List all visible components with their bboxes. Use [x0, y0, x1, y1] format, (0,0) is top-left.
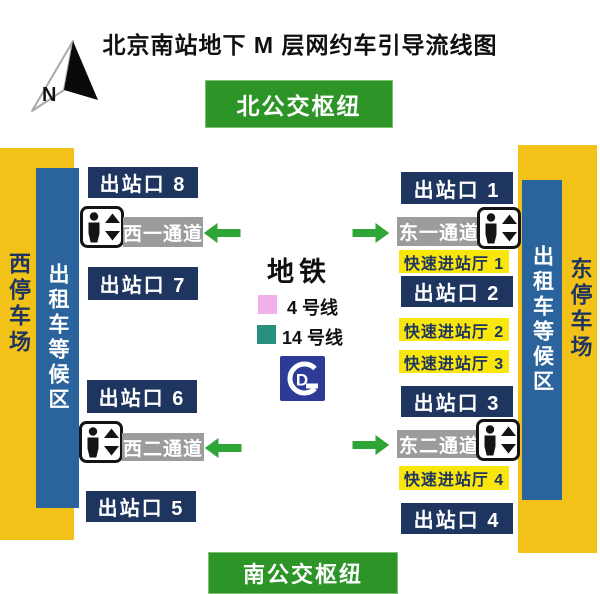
- exit-3-box: 出站口 3: [401, 386, 513, 417]
- elevator-icon-east-1: [477, 207, 521, 254]
- exit-4-box: 出站口 4: [401, 503, 513, 534]
- exit-2-box: 出站口 2: [401, 276, 513, 307]
- east-parking-label: 东停车场: [567, 257, 593, 361]
- fast-hall-2-box: 快速进站厅 2: [399, 318, 509, 341]
- elevator-icon-west-2: [79, 421, 123, 468]
- west-channel-2-box: 西二通道: [122, 433, 204, 461]
- exit-8-box: 出站口 8: [88, 167, 198, 198]
- west-parking-label: 西停车场: [6, 252, 31, 356]
- line4-label: 4 号线: [287, 298, 339, 318]
- svg-text:D: D: [296, 371, 308, 390]
- exit-6-box: 出站口 6: [87, 380, 197, 413]
- fast-hall-1-box: 快速进站厅 1: [399, 250, 509, 273]
- exit-1-box: 出站口 1: [401, 172, 513, 204]
- exit-5-box: 出站口 5: [86, 491, 196, 522]
- north-arrow-icon: [31, 40, 98, 112]
- east-taxi-label: 出租车等候区: [530, 245, 554, 395]
- compass-north-label: N: [42, 84, 57, 106]
- fast-hall-4-box: 快速进站厅 4: [399, 466, 509, 490]
- north-bus-hub: 北公交枢纽: [205, 80, 393, 128]
- elevator-icon-west-1: [80, 206, 124, 253]
- west-taxi-waiting-bar: 出租车等候区: [36, 168, 79, 508]
- beijing-subway-logo-icon: D: [280, 356, 325, 406]
- west-taxi-label: 出租车等候区: [46, 263, 69, 413]
- fast-hall-3-box: 快速进站厅 3: [399, 350, 509, 373]
- line4-color-swatch: [258, 295, 277, 314]
- line14-label: 14 号线: [282, 328, 344, 348]
- east-channel-2-box: 东二通道: [397, 430, 481, 458]
- page-title: 北京南站地下 M 层网约车引导流线图: [102, 32, 498, 58]
- arrow-right-icon-east-2: [351, 433, 391, 462]
- west-channel-1-box: 西一通道: [123, 217, 203, 247]
- south-bus-hub: 南公交枢纽: [208, 552, 398, 594]
- compass: [28, 38, 98, 118]
- arrow-right-icon-east-1: [351, 221, 391, 250]
- elevator-icon-east-2: [476, 419, 520, 466]
- line14-color-swatch: [257, 325, 276, 344]
- arrow-left-icon-west-1: [202, 221, 242, 250]
- metro-title: 地铁: [267, 257, 331, 287]
- arrow-left-icon-west-2: [203, 436, 243, 465]
- east-taxi-waiting-bar: 出租车等候区: [522, 180, 562, 500]
- exit-7-box: 出站口 7: [88, 267, 198, 300]
- east-channel-1-box: 东一通道: [397, 217, 481, 246]
